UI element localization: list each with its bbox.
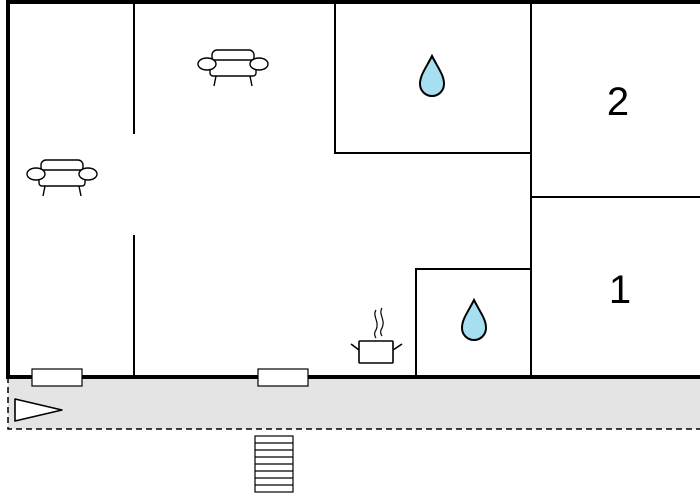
- floor-plan-drawing: 2 1: [6, 0, 700, 493]
- sofa-icon: [26, 159, 98, 197]
- window-icon: [31, 368, 83, 387]
- terrace-dashed-border: [7, 377, 700, 430]
- room-number-label: 1: [609, 268, 631, 312]
- cooking-pot-icon: [350, 307, 403, 364]
- entrance-arrow-icon: [14, 398, 63, 422]
- outer-wall: [6, 0, 700, 379]
- terrace-area: [8, 377, 700, 429]
- room-number-label: 2: [607, 80, 629, 124]
- staircase-icon: [254, 435, 294, 493]
- window-icon: [257, 368, 309, 387]
- water-drop-icon: [460, 297, 488, 341]
- sofa-icon: [197, 49, 269, 87]
- water-drop-icon: [418, 53, 446, 97]
